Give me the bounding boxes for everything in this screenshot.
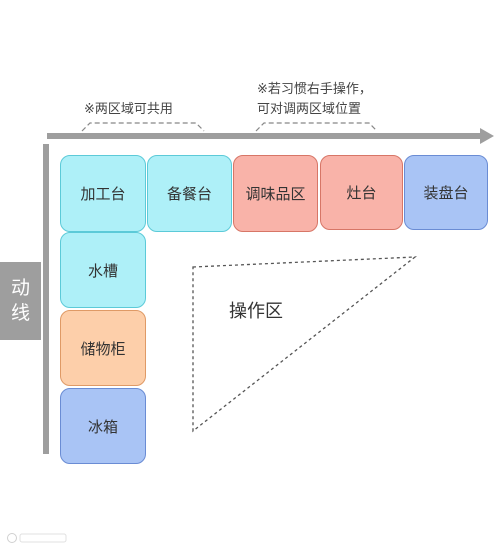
sink-zone: 水槽 (60, 232, 146, 308)
stove-label: 灶台 (346, 184, 377, 202)
seasoning-zone: 调味品区 (233, 155, 318, 232)
serving-counter-zone: 备餐台 (147, 155, 232, 232)
prep-counter-label: 加工台 (80, 185, 126, 203)
movement-label-char1: 动 (10, 277, 30, 299)
shared-area-bracket (81, 122, 205, 132)
right-hand-note-line1: ※若习惯右手操作， (257, 82, 372, 97)
swap-area-bracket (255, 122, 378, 132)
fridge-zone: 冰箱 (60, 388, 146, 464)
movement-label-char2: 线 (10, 302, 30, 324)
watermark-logo-icon (7, 533, 67, 543)
operation-area-triangle (192, 256, 417, 433)
movement-line-label: 动 线 (0, 262, 41, 340)
stove-zone: 灶台 (320, 155, 403, 230)
storage-cabinet-zone: 储物柜 (60, 310, 146, 386)
plating-counter-label: 装盘台 (423, 184, 469, 202)
seasoning-zone-label: 调味品区 (245, 185, 306, 203)
fridge-label: 冰箱 (87, 417, 118, 436)
sink-label: 水槽 (87, 261, 118, 280)
watermark-logo (6, 532, 68, 544)
prep-counter-zone: 加工台 (60, 155, 146, 232)
horizontal-flow-arrowhead (480, 128, 494, 144)
shared-area-note: ※两区域可共用 (84, 102, 173, 117)
plating-counter-zone: 装盘台 (404, 155, 488, 230)
serving-counter-label: 备餐台 (166, 185, 212, 203)
right-hand-note-line2: 可对调两区域位置 (257, 102, 362, 117)
storage-cabinet-label: 储物柜 (80, 339, 126, 358)
operation-area-label: 操作区 (229, 301, 283, 322)
